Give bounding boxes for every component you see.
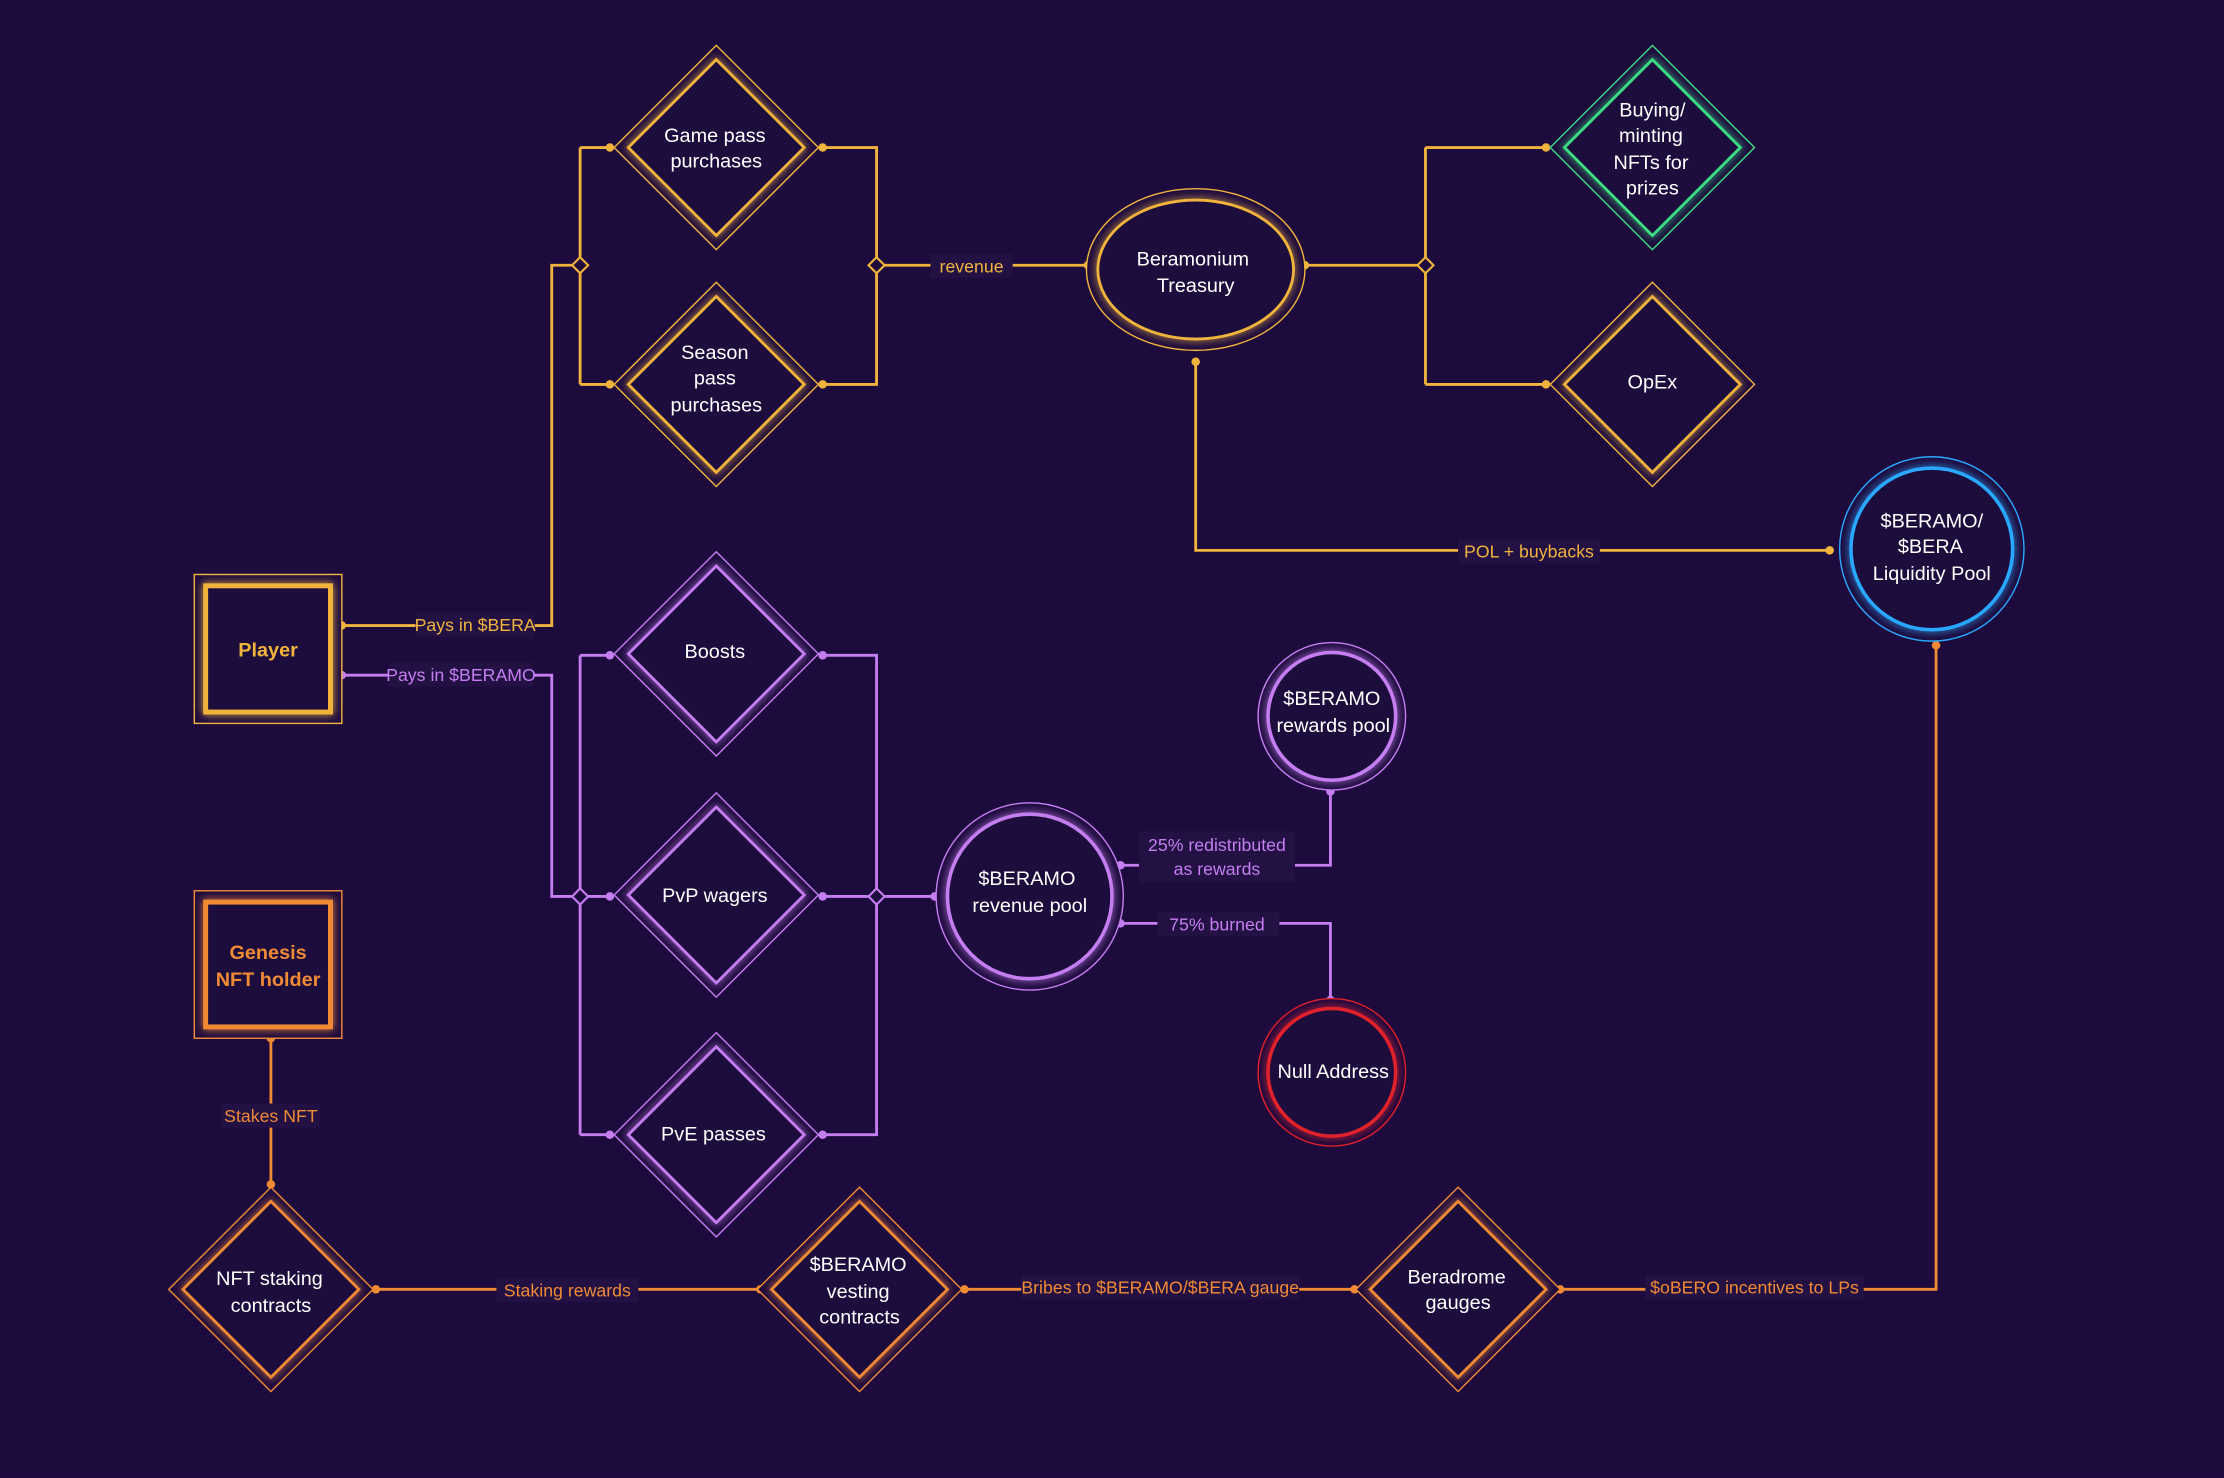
node-null-address[interactable]: Null Address [1257,997,1407,1147]
svg-text:NFTs for: NFTs for [1613,152,1688,174]
svg-text:revenue pool: revenue pool [972,895,1087,917]
svg-text:pass: pass [694,367,736,389]
label-staking-rewards: Staking rewards [504,1280,631,1300]
node-boosts[interactable]: Boosts [613,550,820,758]
label-bribes: Bribes to $BERAMO/$BERA gauge [1021,1278,1299,1298]
node-game-pass-purchases[interactable]: Game pass purchases [613,44,820,251]
edge-labels: Pays in $BERA Pays in $BERAMO revenue PO… [221,253,1864,1303]
svg-text:prizes: prizes [1626,177,1679,199]
svg-text:vesting: vesting [827,1281,890,1303]
node-rewards-pool[interactable]: $BERAMO rewards pool [1257,641,1407,791]
svg-text:Null Address: Null Address [1278,1061,1389,1083]
label-stakes-nft: Stakes NFT [224,1106,318,1126]
svg-text:Boosts: Boosts [685,641,746,663]
svg-text:Beradrome: Beradrome [1408,1267,1506,1289]
node-vesting-contracts[interactable]: $BERAMO vesting contracts [756,1186,963,1393]
label-redistributed-2: as rewards [1174,859,1261,879]
svg-text:PvE passes: PvE passes [661,1123,766,1145]
node-season-pass-purchases[interactable]: Season pass purchases [613,281,820,488]
label-redistributed-1: 25% redistributed [1148,835,1286,855]
svg-text:OpEx: OpEx [1628,372,1678,394]
label-revenue: revenue [940,256,1004,276]
svg-text:$BERAMO: $BERAMO [978,868,1075,890]
svg-text:Beramonium: Beramonium [1137,248,1249,270]
svg-text:gauges: gauges [1426,1292,1491,1314]
svg-text:NFT holder: NFT holder [216,969,321,991]
svg-text:$BERAMO: $BERAMO [810,1254,907,1276]
svg-text:purchases: purchases [670,394,762,416]
node-liquidity-pool[interactable]: $BERAMO/ $BERA Liquidity Pool [1838,456,2025,642]
svg-text:$BERAMO/: $BERAMO/ [1881,511,1984,533]
svg-text:Player: Player [238,640,298,662]
node-nft-staking-contracts[interactable]: NFT staking contracts [167,1186,375,1393]
svg-text:minting: minting [1619,125,1683,147]
svg-text:purchases: purchases [670,150,762,172]
svg-text:Treasury: Treasury [1157,275,1235,297]
svg-text:Game pass: Game pass [664,125,766,147]
node-beradrome-gauges[interactable]: Beradrome gauges [1354,1186,1562,1393]
node-beramonium-treasury[interactable]: Beramonium Treasury [1085,187,1306,352]
svg-text:rewards pool: rewards pool [1276,715,1390,737]
svg-text:$BERA: $BERA [1898,536,1964,558]
node-revenue-pool[interactable]: $BERAMO revenue pool [935,802,1125,991]
svg-text:Genesis: Genesis [229,942,306,964]
node-opex[interactable]: OpEx [1549,281,1756,488]
node-buying-minting-nfts[interactable]: Buying/ minting NFTs for prizes [1549,44,1756,251]
svg-text:Liquidity Pool: Liquidity Pool [1873,563,1991,585]
svg-text:contracts: contracts [231,1295,312,1317]
node-pve-passes[interactable]: PvE passes [613,1031,820,1238]
label-pays-bera: Pays in $BERA [415,615,536,635]
svg-text:contracts: contracts [819,1306,900,1328]
label-pays-beramo: Pays in $BERAMO [386,665,536,685]
junction-markers [266,143,1941,1294]
label-burned: 75% burned [1169,914,1265,934]
label-obero-incentives: $oBERO incentives to LPs [1650,1278,1859,1298]
node-genesis-nft-holder[interactable]: Genesis NFT holder [193,890,343,1039]
svg-text:Season: Season [681,342,748,364]
node-player[interactable]: Player [193,573,343,725]
svg-text:NFT staking: NFT staking [216,1268,323,1290]
svg-text:PvP wagers: PvP wagers [662,885,768,907]
node-pvp-wagers[interactable]: PvP wagers [613,791,820,999]
svg-text:Buying/: Buying/ [1619,99,1686,121]
label-pol-buybacks: POL + buybacks [1464,541,1594,561]
svg-text:$BERAMO: $BERAMO [1283,688,1380,710]
